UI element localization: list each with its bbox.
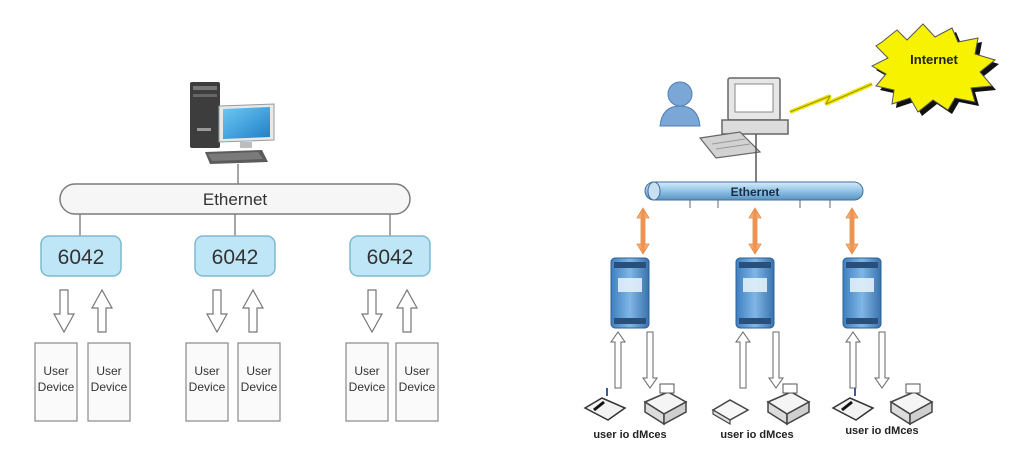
- io-module: [349, 235, 431, 277]
- down-arrow-icon: [642, 331, 658, 389]
- device-caption: user io dMces: [720, 429, 793, 441]
- desktop-computer-icon: [698, 77, 789, 159]
- device-label: Device: [91, 380, 128, 394]
- device-label: User: [354, 364, 379, 378]
- device-label: Device: [399, 380, 436, 394]
- ethernet-label: Ethernet: [731, 185, 780, 199]
- lightning-link-outline: [789, 83, 873, 113]
- device-label: User: [404, 364, 429, 378]
- orange-double-arrow-icon: [845, 207, 859, 255]
- user-icon: [659, 81, 701, 127]
- user-device-box: [345, 342, 389, 422]
- user-device-box: [185, 342, 229, 422]
- module-group: 6042 User Device User Device: [34, 235, 131, 422]
- down-arrow-icon: [768, 331, 784, 389]
- switch-device-icon: [583, 388, 627, 421]
- down-arrow-icon: [52, 289, 76, 334]
- up-arrow-icon: [395, 288, 419, 333]
- device-label: User: [96, 364, 121, 378]
- switch-device-icon: [831, 388, 875, 421]
- device-label: Device: [241, 380, 278, 394]
- module-label: 6042: [367, 246, 414, 269]
- io-module: [194, 235, 276, 277]
- device-label: User: [246, 364, 271, 378]
- lightning-link-icon: [789, 82, 873, 114]
- din-rail-module: [735, 257, 775, 329]
- up-arrow-icon: [610, 331, 626, 389]
- ethernet-label: Ethernet: [203, 190, 268, 209]
- internet-cloud-icon: Internet: [870, 23, 999, 116]
- din-rail-module: [842, 257, 882, 329]
- din-rail-module: [610, 257, 650, 329]
- orange-double-arrow-icon: [636, 207, 650, 255]
- printer-device-icon: [643, 383, 688, 426]
- up-arrow-icon: [735, 331, 751, 389]
- right-diagram: Internet Ethernet: [583, 23, 999, 441]
- device-label: User: [194, 364, 219, 378]
- device-caption: user io dMces: [593, 429, 666, 441]
- device-caption: user io dMces: [845, 425, 918, 437]
- down-arrow-icon: [360, 289, 384, 334]
- up-arrow-icon: [241, 288, 265, 333]
- internet-label: Internet: [910, 52, 958, 67]
- sensor-device-icon: [711, 399, 750, 426]
- printer-device-icon: [889, 383, 934, 426]
- user-device-box: [87, 342, 131, 422]
- up-arrow-icon: [90, 288, 114, 333]
- user-device-box: [395, 342, 439, 422]
- user-device-box: [34, 342, 78, 422]
- module-label: 6042: [58, 246, 105, 269]
- device-label: Device: [189, 380, 226, 394]
- orange-double-arrow-icon: [748, 207, 762, 255]
- up-arrow-icon: [845, 331, 861, 389]
- down-arrow-icon: [874, 331, 890, 389]
- user-device-box: [237, 342, 281, 422]
- module-group: 6042 User Device User Device: [185, 235, 281, 422]
- io-module: [40, 235, 122, 277]
- left-diagram: Ethernet 6042 User Device User Device 60…: [34, 82, 439, 422]
- device-label: User: [43, 364, 68, 378]
- module-label: 6042: [212, 246, 259, 269]
- printer-device-icon: [766, 383, 811, 426]
- ethernet-pipe: Ethernet: [644, 181, 864, 201]
- device-label: Device: [349, 380, 386, 394]
- ethernet-bus: [59, 183, 411, 215]
- computer-icon: [190, 82, 275, 164]
- device-label: Device: [38, 380, 75, 394]
- module-group: 6042 User Device User Device: [345, 235, 439, 422]
- down-arrow-icon: [205, 289, 229, 334]
